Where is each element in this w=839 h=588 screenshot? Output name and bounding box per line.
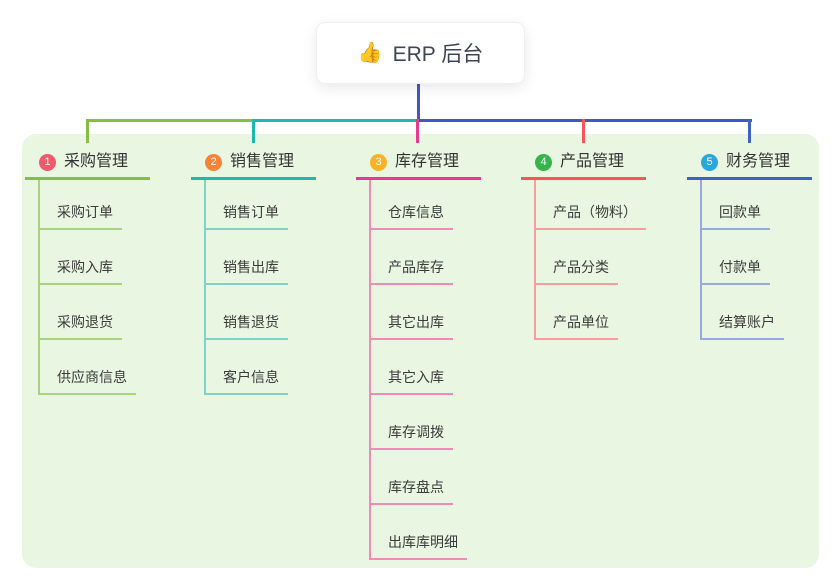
subtree-line: [204, 180, 206, 395]
branch-topic[interactable]: 2 销售管理: [191, 151, 316, 180]
subtopic[interactable]: 出库库明细: [369, 534, 467, 560]
subtopic[interactable]: 库存调拨: [369, 424, 453, 450]
connector-line: [582, 119, 585, 143]
subtopic[interactable]: 采购退货: [38, 314, 122, 340]
subtopic[interactable]: 销售退货: [204, 314, 288, 340]
connector-line: [417, 81, 420, 119]
branch-topic-label: 库存管理: [395, 153, 460, 170]
connector-line: [252, 119, 255, 143]
branch-topic[interactable]: 4 产品管理: [521, 151, 646, 180]
branch-number-badge: 5: [701, 153, 718, 171]
root-topic-erp[interactable]: 👍 ERP 后台: [316, 22, 525, 84]
branch-topic[interactable]: 1 采购管理: [25, 151, 150, 180]
subtopic[interactable]: 仓库信息: [369, 204, 453, 230]
subtopic[interactable]: 采购入库: [38, 259, 122, 285]
branches-background-panel: [22, 134, 819, 568]
subtopic[interactable]: 产品单位: [534, 314, 618, 340]
branch-number-badge: 4: [535, 153, 552, 171]
subtopic[interactable]: 产品（物料）: [534, 204, 646, 230]
subtopic[interactable]: 结算账户: [700, 314, 784, 340]
subtopic[interactable]: 库存盘点: [369, 479, 453, 505]
subtree-line: [369, 180, 371, 560]
subtopic[interactable]: 销售出库: [204, 259, 288, 285]
subtopic[interactable]: 采购订单: [38, 204, 122, 230]
branch-topic-label: 销售管理: [230, 153, 295, 170]
connector-line: [87, 119, 253, 122]
branch-topic-label: 财务管理: [726, 153, 791, 170]
connector-line: [253, 119, 418, 122]
root-topic-label: ERP 后台: [392, 43, 484, 66]
subtopic[interactable]: 供应商信息: [38, 369, 136, 395]
subtopic[interactable]: 产品库存: [369, 259, 453, 285]
branch-number-badge: 2: [205, 153, 222, 171]
connector-line: [418, 119, 752, 122]
subtopic[interactable]: 产品分类: [534, 259, 618, 285]
connector-line: [86, 119, 89, 143]
branch-number-badge: 1: [39, 153, 56, 171]
connector-line: [748, 119, 751, 143]
subtree-line: [534, 180, 536, 340]
branch-topic[interactable]: 5 财务管理: [687, 151, 812, 180]
subtopic[interactable]: 回款单: [700, 204, 770, 230]
subtree-line: [38, 180, 40, 395]
branch-topic-label: 采购管理: [64, 153, 129, 170]
subtopic[interactable]: 客户信息: [204, 369, 288, 395]
thumbs-up-icon: 👍: [357, 42, 383, 64]
branch-topic-label: 产品管理: [560, 153, 625, 170]
subtopic[interactable]: 销售订单: [204, 204, 288, 230]
subtopic[interactable]: 其它入库: [369, 369, 453, 395]
subtopic[interactable]: 其它出库: [369, 314, 453, 340]
branch-topic[interactable]: 3 库存管理: [356, 151, 481, 180]
subtree-line: [700, 180, 702, 340]
connector-line: [416, 119, 419, 143]
branch-number-badge: 3: [370, 153, 387, 171]
subtopic[interactable]: 付款单: [700, 259, 770, 285]
